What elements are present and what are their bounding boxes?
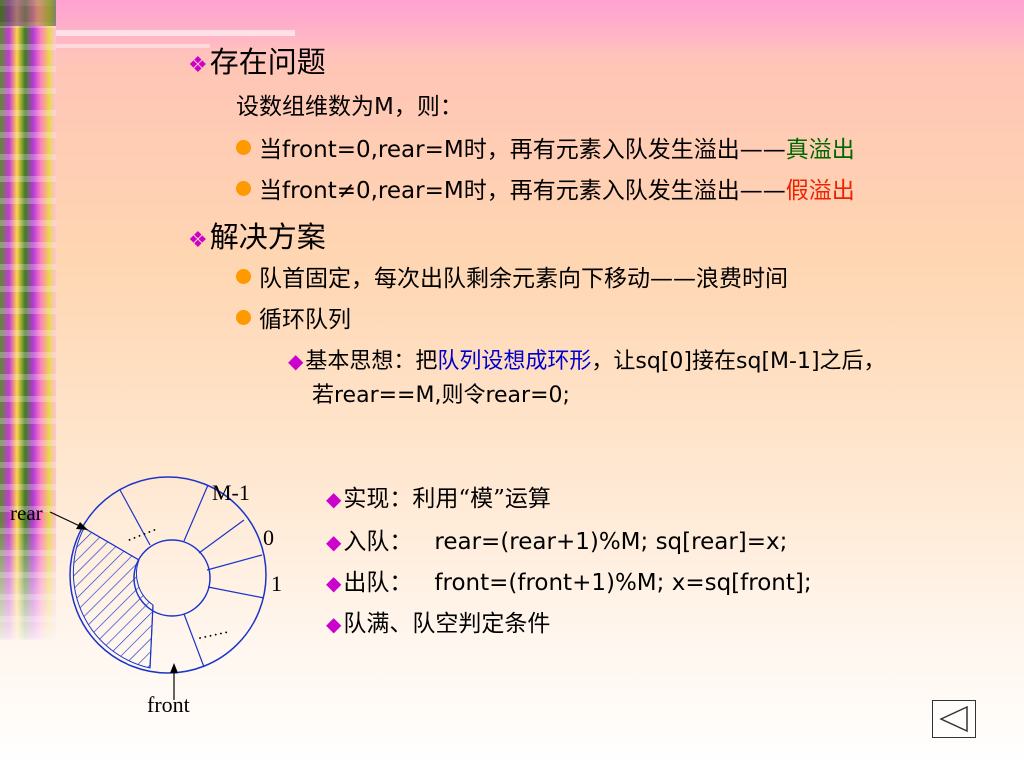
- top-bar: [0, 30, 295, 36]
- enqueue-item: ◆入队：rear=(rear+1)%M; sq[rear]=x;: [326, 529, 788, 555]
- bullet-circular-queue: 循环队列: [236, 305, 351, 335]
- left-strip-fade: [0, 520, 56, 640]
- diamond-cluster-icon: ❖: [188, 53, 208, 78]
- bullet-fixed-front: 队首固定，每次出队剩余元素向下移动——浪费时间: [236, 264, 788, 294]
- impl-item: ◆实现：利用“模”运算: [326, 486, 551, 512]
- diamond-icon: ◆: [326, 487, 342, 511]
- label-m-minus-1: M-1: [212, 480, 250, 505]
- back-nav-button[interactable]: [932, 700, 976, 738]
- diamond-icon: ◆: [326, 530, 342, 554]
- label-one: 1: [271, 571, 282, 596]
- text-array-dim: 设数组维数为M，则：: [236, 94, 463, 120]
- orange-dot-icon: [236, 269, 251, 284]
- heading-solution: ❖解决方案: [188, 220, 326, 254]
- heading-problem: ❖存在问题: [188, 45, 326, 79]
- label-zero: 0: [263, 525, 274, 550]
- orange-dot-icon: [236, 310, 251, 325]
- left-strip-top: [0, 0, 56, 26]
- orange-dot-icon: [236, 140, 251, 155]
- dots-bottom: ……: [195, 620, 230, 643]
- orange-dot-icon: [236, 181, 251, 196]
- bullet-false-overflow: 当front≠0,rear=M时，再有元素入队发生溢出——假溢出: [236, 176, 855, 206]
- diamond-icon: ◆: [288, 349, 304, 373]
- top-bar: [0, 44, 210, 48]
- bullet-true-overflow: 当front=0,rear=M时，再有元素入队发生溢出——真溢出: [236, 135, 855, 165]
- basic-idea-line1: ◆基本思想：把队列设想成环形，让sq[0]接在sq[M-1]之后，: [288, 349, 886, 374]
- basic-idea-line2: 若rear==M,则令rear=0;: [312, 383, 570, 408]
- diamond-cluster-icon: ❖: [188, 228, 208, 253]
- full-empty-item: ◆队满、队空判定条件: [326, 611, 551, 637]
- label-rear: rear: [10, 501, 43, 525]
- circular-queue-diagram: M-1 0 1 rear front …… ……: [10, 476, 282, 717]
- label-front: front: [147, 692, 190, 717]
- dequeue-item: ◆出队：front=(front+1)%M; x=sq[front];: [326, 570, 812, 596]
- top-decoration: [0, 0, 1024, 48]
- diamond-icon: ◆: [326, 612, 342, 636]
- dots-top: ……: [123, 518, 159, 546]
- triangle-left-icon: [939, 705, 968, 733]
- ring: [49, 476, 267, 700]
- diamond-icon: ◆: [326, 571, 342, 595]
